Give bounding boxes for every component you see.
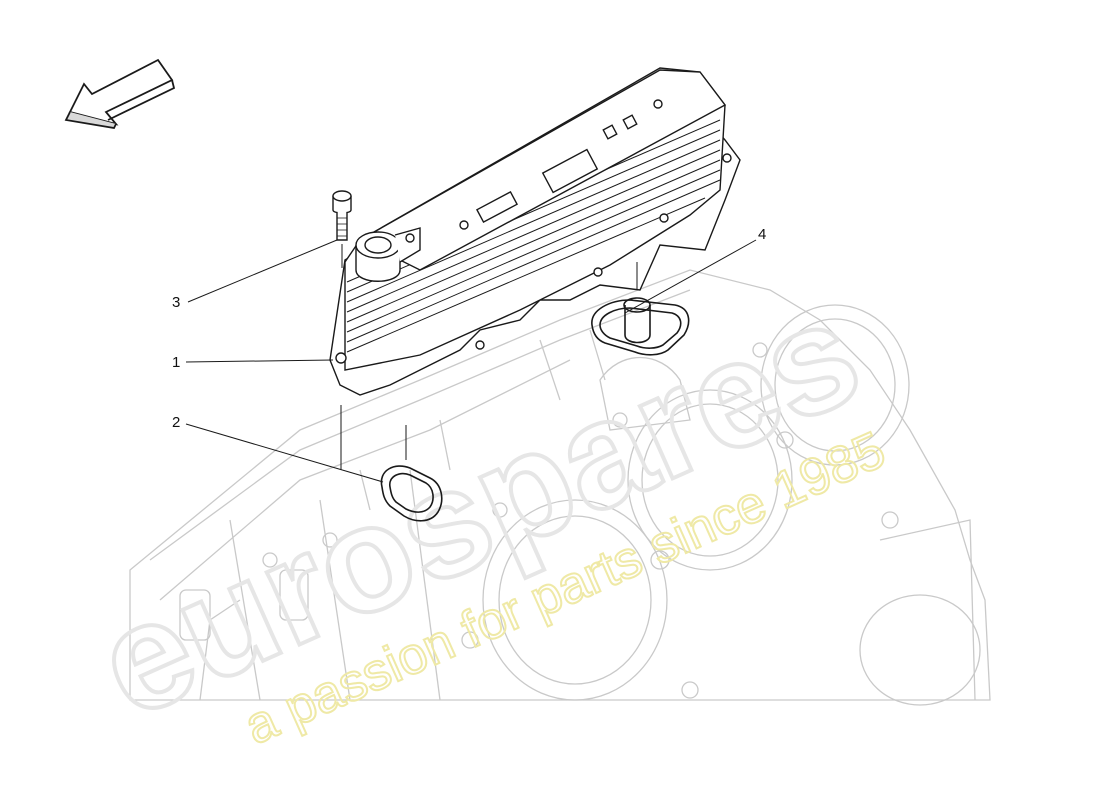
gasket-part-2: [380, 465, 443, 522]
assembly-lines: [340, 244, 638, 470]
seal-part-4: [591, 297, 690, 356]
callout-4: 4: [758, 226, 767, 243]
oil-cooler-part-1: [329, 67, 741, 396]
leader-line-3: [187, 239, 338, 303]
leader-line-4: [624, 239, 757, 314]
engine-block: [129, 269, 991, 706]
direction-arrow-icon: [64, 58, 176, 129]
leader-line-1: [185, 359, 334, 363]
watermark: eurospares a passion for parts since 198…: [73, 265, 895, 757]
leader-lines: [185, 239, 757, 483]
leader-line-2: [185, 423, 384, 483]
callout-3: 3: [172, 294, 181, 311]
bolt-part-3: [332, 190, 352, 241]
callout-1: 1: [172, 354, 181, 371]
callout-2: 2: [172, 414, 181, 431]
